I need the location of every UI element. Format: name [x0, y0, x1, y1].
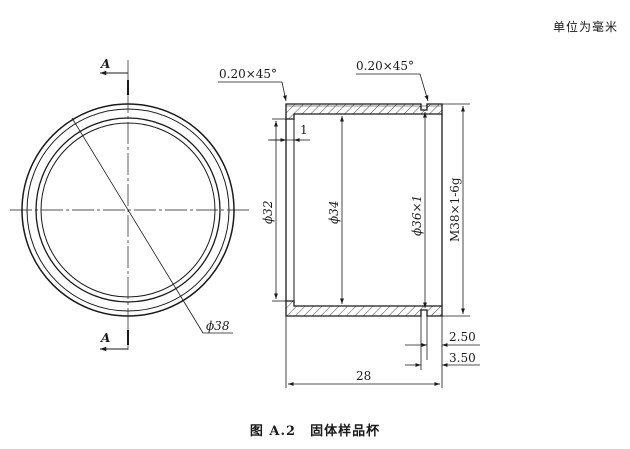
- diameter-38-label: ϕ38: [206, 319, 230, 333]
- diameter-leader: [71, 117, 204, 334]
- section-label-bottom: A: [100, 331, 110, 345]
- figure-caption: 图 A.2 固体样品杯: [249, 424, 381, 439]
- dim-d36-label: ϕ36×1: [410, 195, 424, 236]
- dimension-lines: [218, 73, 480, 388]
- chamfer-left-label: 0.20×45°: [219, 67, 277, 81]
- dim-d32-label: ϕ32: [261, 201, 275, 224]
- dim-length-label: 28: [356, 369, 371, 383]
- outer-circle-2: [26, 108, 230, 312]
- section-view: [285, 103, 443, 317]
- dim-step-label: 1: [300, 123, 308, 137]
- chamfer-leader-left: [218, 81, 287, 102]
- outer-circle: [21, 103, 235, 317]
- chamfer-right-label: 0.20×45°: [356, 59, 414, 73]
- chamfer-leader-right: [356, 73, 429, 102]
- dim-groove-2-label: 3.50: [449, 351, 476, 365]
- end-view: [10, 60, 250, 352]
- unit-note: 单位为毫米: [552, 20, 618, 34]
- inner-circle-2: [40, 122, 216, 298]
- dim-d34-label: ϕ34: [327, 201, 341, 224]
- dim-thread-label: M38×1-6g: [448, 177, 462, 242]
- bottom-wall: [285, 300, 443, 317]
- inner-circle: [35, 117, 221, 303]
- section-label-top: A: [100, 57, 110, 71]
- dim-groove-1-label: 2.50: [449, 330, 476, 344]
